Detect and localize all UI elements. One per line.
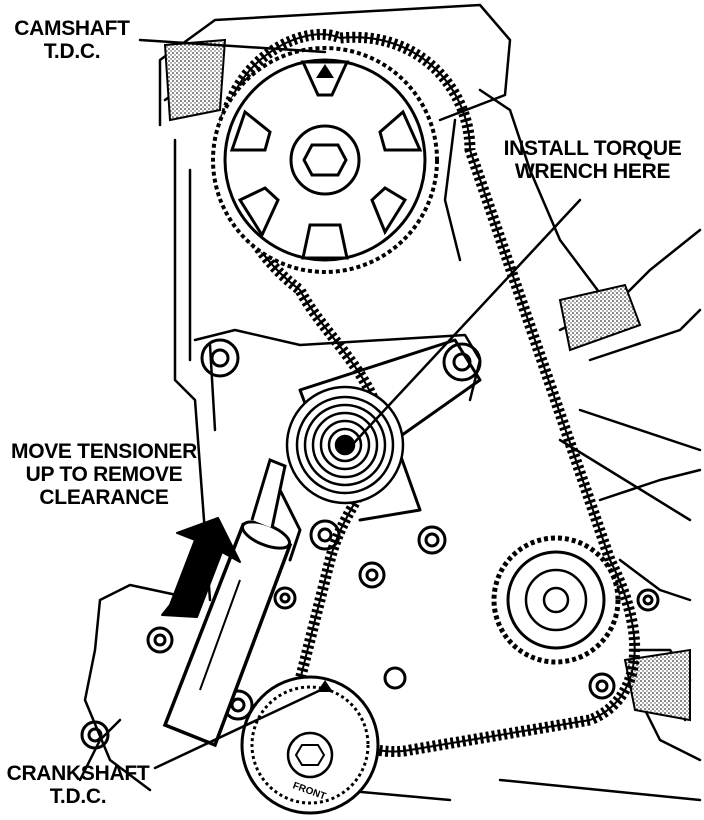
torque-label-line1: INSTALL TORQUE — [503, 137, 682, 160]
move-tensioner-label: MOVE TENSIONER UP TO REMOVE CLEARANCE — [6, 440, 202, 509]
tensioner-label-line1: MOVE TENSIONER — [11, 440, 197, 463]
tensioner-label-line2: UP TO REMOVE — [25, 463, 183, 486]
torque-label-line2: WRENCH HERE — [514, 160, 671, 183]
camshaft-tdc-label: CAMSHAFT T.D.C. — [8, 17, 136, 63]
camshaft-tdc-mark-icon — [316, 64, 334, 78]
leader-lines — [138, 38, 582, 770]
camshaft-sprocket — [211, 46, 439, 274]
camshaft-label-line1: CAMSHAFT — [14, 17, 130, 40]
belt-inner-edge — [222, 33, 636, 753]
tensioner-body — [162, 457, 293, 748]
tensioner-label-line3: CLEARANCE — [39, 486, 169, 509]
camshaft-label-line2: T.D.C. — [43, 40, 101, 63]
block-bolts — [80, 116, 660, 750]
tensioner-pulley — [285, 385, 405, 505]
mount-shading — [623, 648, 691, 722]
torque-wrench-label: INSTALL TORQUE WRENCH HERE — [500, 137, 685, 183]
crankshaft-tdc-label: CRANKSHAFT T.D.C. — [4, 762, 152, 808]
up-arrow-icon — [161, 517, 241, 618]
bracket-shading — [558, 283, 642, 352]
head-shading — [163, 38, 227, 122]
crankshaft-label-line1: CRANKSHAFT — [6, 762, 150, 785]
intermediate-sprocket — [491, 535, 621, 665]
crankshaft-label-line2: T.D.C. — [49, 785, 107, 808]
